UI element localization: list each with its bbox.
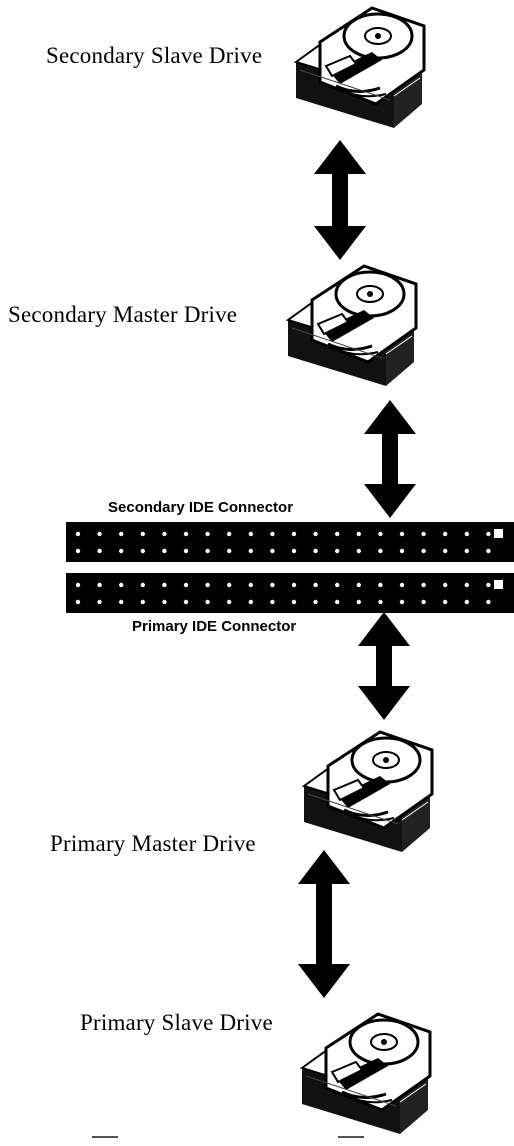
secondary-master-drive-icon xyxy=(285,264,418,386)
secondary-ide-connector-icon xyxy=(66,522,514,562)
primary-ide-connector-icon xyxy=(66,573,514,613)
secondary-connector-label: Secondary IDE Connector xyxy=(108,499,294,516)
arrow-primary-connector-master-icon xyxy=(358,612,410,720)
arrow-secondary-master-connector-icon xyxy=(364,400,416,518)
bottom-mark-right xyxy=(338,1136,364,1138)
arrow-secondary-slave-master-icon xyxy=(314,140,366,260)
secondary-master-label: Secondary Master Drive xyxy=(8,302,238,327)
arrow-primary-master-slave-icon xyxy=(298,850,350,998)
primary-slave-label: Primary Slave Drive xyxy=(80,1010,273,1035)
primary-master-label: Primary Master Drive xyxy=(50,831,256,856)
secondary-slave-label: Secondary Slave Drive xyxy=(46,43,263,68)
primary-master-drive-icon xyxy=(301,730,434,852)
bottom-mark-left xyxy=(92,1136,118,1138)
secondary-slave-drive-icon xyxy=(293,6,426,128)
primary-slave-drive-icon xyxy=(299,1012,432,1134)
primary-connector-label: Primary IDE Connector xyxy=(132,618,297,635)
